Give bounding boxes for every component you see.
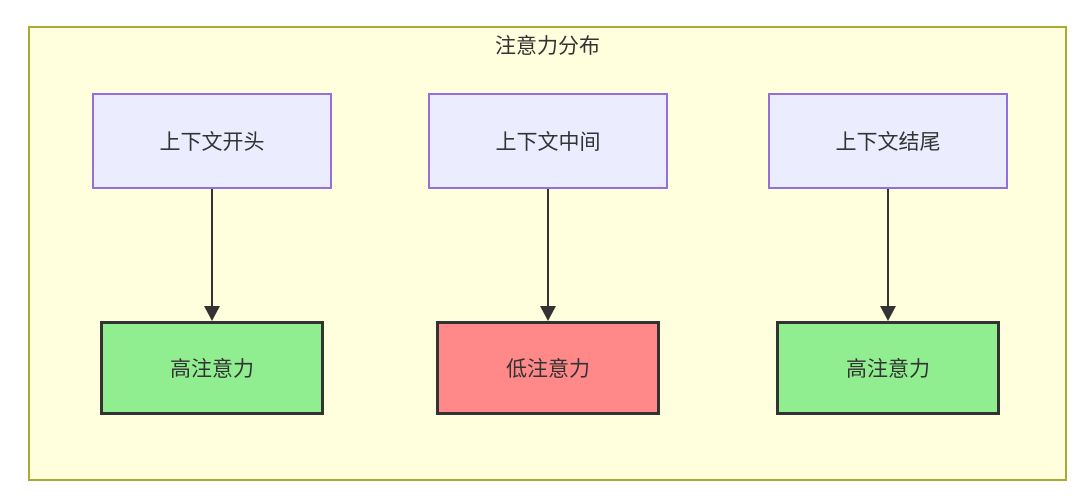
node-context-begin: 上下文开头 (92, 93, 332, 189)
node-context-begin-label: 上下文开头 (159, 131, 265, 154)
diagram-title: 注意力分布 (495, 35, 600, 58)
arrowhead-icon (880, 306, 896, 321)
node-low-attention: 低注意力 (436, 321, 660, 415)
node-context-end-label: 上下文结尾 (835, 131, 941, 154)
arrow-down-begin (82, 189, 342, 321)
node-high-attention-right: 高注意力 (776, 321, 1000, 415)
flow-column-context-begin: 上下文开头 高注意力 (82, 93, 342, 415)
node-context-middle-label: 上下文中间 (495, 131, 601, 154)
node-high-attention-right-label: 高注意力 (846, 358, 930, 381)
arrow-down-end (758, 189, 1018, 321)
attention-distribution-group: 注意力分布 上下文开头 高注意力 上下文中间 低注意力 (28, 26, 1067, 481)
flow-column-context-end: 上下文结尾 高注意力 (758, 93, 1018, 415)
arrow-line (547, 189, 549, 307)
flow-column-context-middle: 上下文中间 低注意力 (418, 93, 678, 415)
node-high-attention-left: 高注意力 (100, 321, 324, 415)
arrow-line (887, 189, 889, 307)
node-context-end: 上下文结尾 (768, 93, 1008, 189)
arrowhead-icon (204, 306, 220, 321)
node-context-middle: 上下文中间 (428, 93, 668, 189)
arrow-down-middle (418, 189, 678, 321)
arrowhead-icon (540, 306, 556, 321)
node-high-attention-left-label: 高注意力 (170, 358, 254, 381)
arrow-line (211, 189, 213, 307)
node-low-attention-label: 低注意力 (506, 358, 590, 381)
